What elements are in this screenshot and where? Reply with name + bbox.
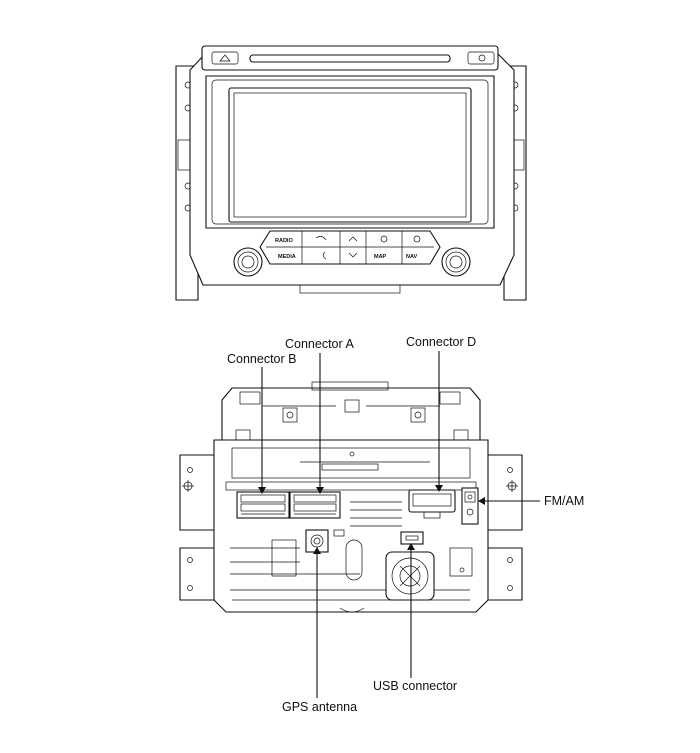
display-screen: [228, 87, 472, 223]
connector-d-label: Connector D: [406, 335, 476, 349]
button-cluster: [259, 230, 441, 265]
media-button-label: MEDIA: [278, 254, 296, 260]
disc-slot: [249, 54, 451, 63]
front-view: RADIO MEDIA MAP NAV: [175, 45, 527, 301]
chevron-down-icon: [348, 252, 358, 258]
left-bracket: [175, 65, 199, 301]
gps-antenna-label: GPS antenna: [282, 700, 357, 714]
power-icon: [413, 235, 421, 243]
usb-connector: [400, 531, 424, 545]
connector-b-label: Connector B: [227, 352, 296, 366]
fm-am-label: FM/AM: [544, 494, 584, 508]
nav-button-label: NAV: [406, 254, 418, 260]
top-housing: [221, 387, 481, 441]
phone-icon: [315, 236, 327, 241]
map-button-label: MAP: [374, 254, 387, 260]
moon-icon: [322, 251, 327, 260]
connector-d: [408, 489, 456, 513]
chevron-up-icon: [348, 236, 358, 242]
fm-am-jack: [461, 487, 479, 525]
radio-button-label: RADIO: [275, 238, 293, 244]
settings-icon: [380, 235, 388, 243]
usb-connector-label: USB connector: [373, 679, 457, 693]
rear-view: [179, 381, 523, 613]
connector-a-label: Connector A: [285, 337, 354, 351]
callouts: Connector B Connector A Connector D FM/A…: [227, 335, 584, 714]
